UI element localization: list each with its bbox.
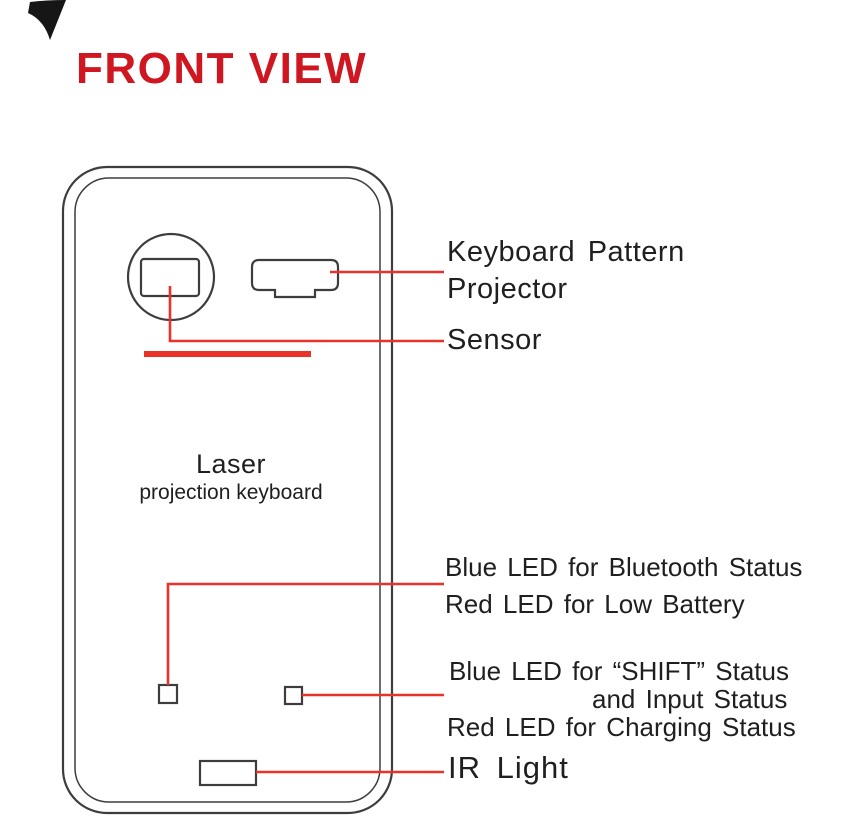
label-led-bottom: Blue LED for “SHIFT” Status and Input St… — [447, 657, 796, 741]
leader-line-sensor — [168, 286, 444, 343]
laser-aperture-bar — [144, 351, 311, 357]
label-projector-line1: Keyboard Pattern — [447, 236, 685, 268]
label-sensor: Sensor — [447, 324, 542, 356]
label-led-bottom-line2: and Input Status — [592, 684, 788, 714]
device-outline-inner — [74, 177, 381, 803]
label-led-bottom-line1: Blue LED for “SHIFT” Status — [449, 656, 789, 686]
label-ir-light: IR Light — [448, 750, 569, 785]
device-outline-outer — [61, 165, 394, 815]
led-bluetooth-square — [157, 683, 179, 705]
led-shift-square — [283, 685, 304, 706]
page-title: FRONT VIEW — [76, 44, 368, 93]
device-label-line1: Laser — [195, 449, 267, 479]
label-led-bottom-line3: Red LED for Charging Status — [447, 712, 796, 742]
projector-window — [250, 258, 340, 299]
label-led-top: Blue LED for Bluetooth Status Red LED fo… — [445, 549, 802, 623]
label-projector-line2: Projector — [447, 273, 568, 305]
label-led-top-line2: Red LED for Low Battery — [445, 589, 745, 619]
device-label: Laser projection keyboard — [121, 449, 341, 506]
watermark-glyph — [28, 0, 66, 40]
ir-light-window — [198, 759, 258, 787]
device-label-line2: projection keyboard — [139, 481, 323, 504]
leader-line-bluetooth-led — [166, 582, 444, 685]
label-projector: Keyboard Pattern Projector — [447, 234, 685, 308]
label-led-top-line1: Blue LED for Bluetooth Status — [445, 552, 803, 582]
